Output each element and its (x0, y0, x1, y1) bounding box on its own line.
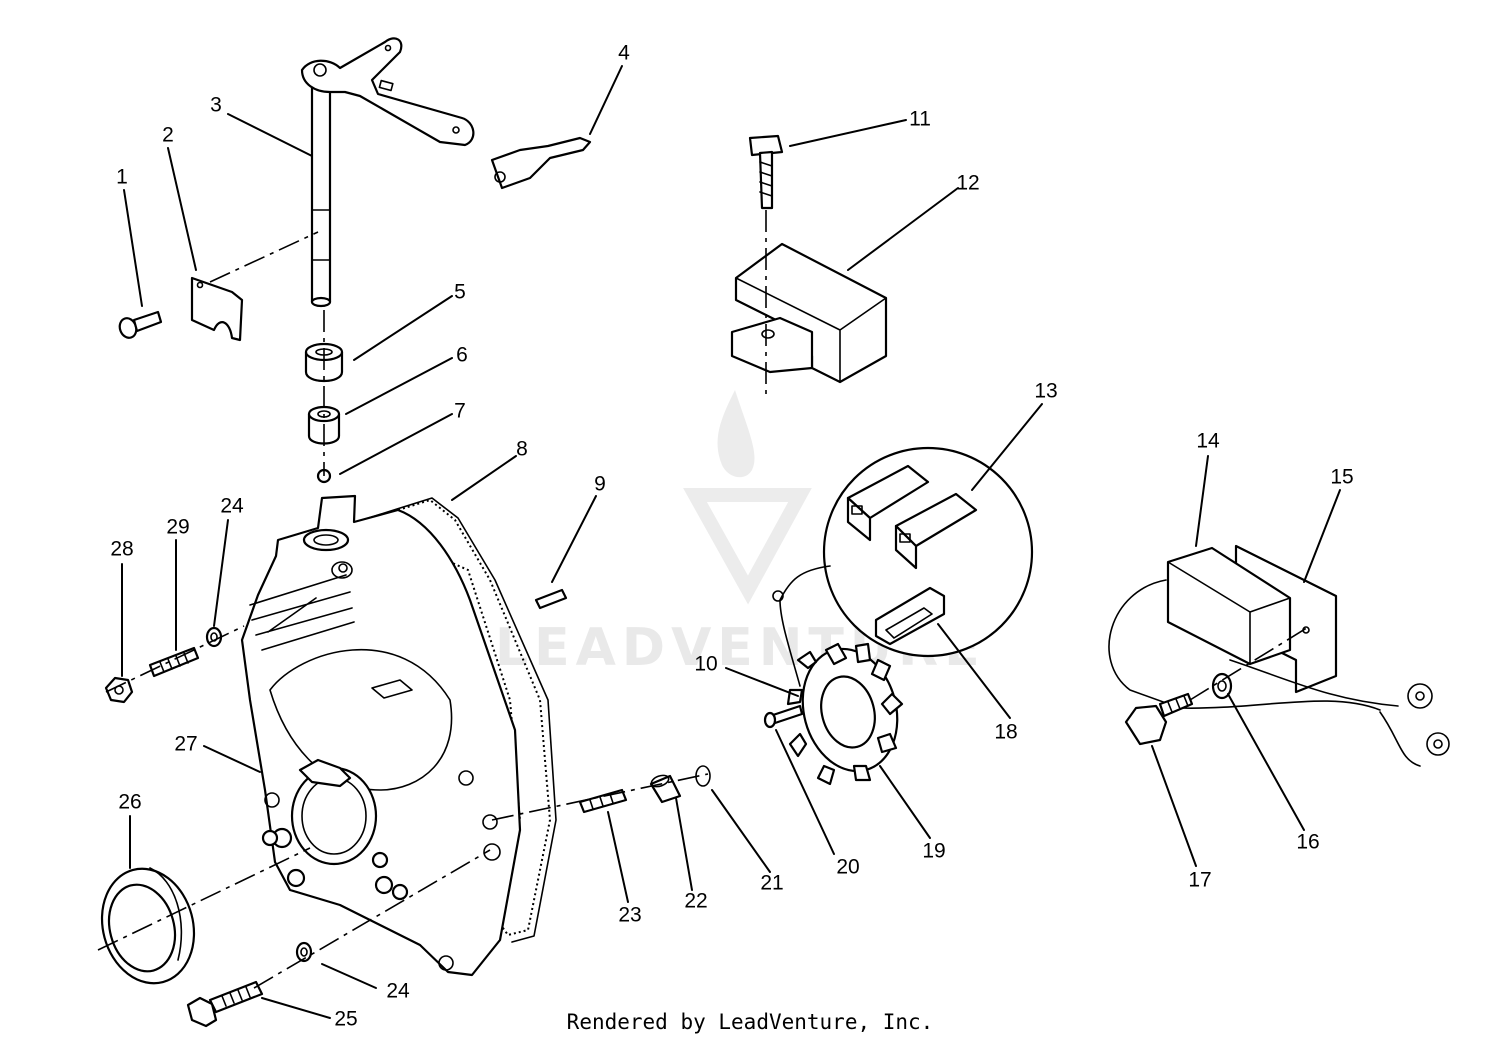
callout-10: 10 (694, 653, 717, 676)
part-17-bolt (1124, 692, 1194, 746)
part-11-bolt (748, 134, 784, 210)
callout-22: 22 (684, 890, 707, 913)
callout-5: 5 (454, 281, 466, 304)
callout-8: 8 (516, 438, 528, 461)
callout-7: 7 (454, 400, 466, 423)
callout-29: 29 (166, 516, 189, 539)
part-3-governor-shaft (300, 37, 475, 308)
callout-leaders (121, 65, 1341, 1019)
detail-circle-13-18 (822, 446, 1034, 658)
part-23-dowel-pin (578, 788, 628, 814)
callout-3: 3 (210, 94, 222, 117)
callout-24-upper: 24 (220, 495, 244, 518)
part-10-screw (763, 704, 804, 729)
callout-9: 9 (594, 473, 606, 496)
callout-26: 26 (118, 791, 141, 814)
part-2-bracket (190, 276, 244, 342)
callout-4: 4 (618, 42, 630, 65)
part-27-crankcase-cover (240, 494, 522, 977)
callout-12: 12 (956, 172, 979, 195)
part-26-oil-seal (100, 867, 196, 985)
callout-14: 14 (1196, 430, 1220, 453)
part-16-washer (1211, 672, 1233, 700)
callout-13: 13 (1034, 380, 1057, 403)
callout-25: 25 (334, 1008, 357, 1031)
callout-16: 16 (1296, 831, 1319, 854)
callout-24-lower: 24 (386, 980, 410, 1003)
assembly-centerlines (97, 210, 1311, 989)
callout-18: 18 (994, 721, 1017, 744)
part-28-nut (104, 676, 134, 704)
part-19-stator (772, 565, 904, 786)
footer-credit: Rendered by LeadVenture, Inc. (566, 1010, 934, 1034)
part-13-connector-right (894, 492, 978, 570)
part-25-bolt (186, 980, 264, 1028)
part-22-plug (649, 774, 682, 804)
callout-27: 27 (174, 733, 197, 756)
callout-15: 15 (1330, 466, 1353, 489)
callout-6: 6 (456, 344, 468, 367)
callout-11: 11 (909, 108, 931, 131)
part-8-gasket (357, 497, 557, 943)
callout-2: 2 (162, 124, 174, 147)
callout-21: 21 (760, 872, 783, 895)
callout-19: 19 (922, 840, 945, 863)
part-1-screw (118, 310, 163, 339)
callout-20: 20 (836, 856, 859, 879)
part-29-stud (148, 646, 200, 678)
part-4-linkage-clip (490, 136, 592, 190)
part-24-washer-lower (295, 941, 313, 963)
part-18-terminal (874, 586, 946, 646)
part-12-rectifier-module (730, 242, 888, 384)
callout-labels: 1 2 3 4 5 6 7 8 9 10 11 12 13 14 15 16 1… (110, 42, 1353, 1031)
callout-23: 23 (618, 904, 641, 927)
callout-28: 28 (110, 538, 133, 561)
part-9-dowel-pin (534, 588, 568, 610)
part-13-connector-left (846, 464, 930, 542)
callout-17: 17 (1188, 869, 1211, 892)
callout-1: 1 (116, 166, 128, 189)
